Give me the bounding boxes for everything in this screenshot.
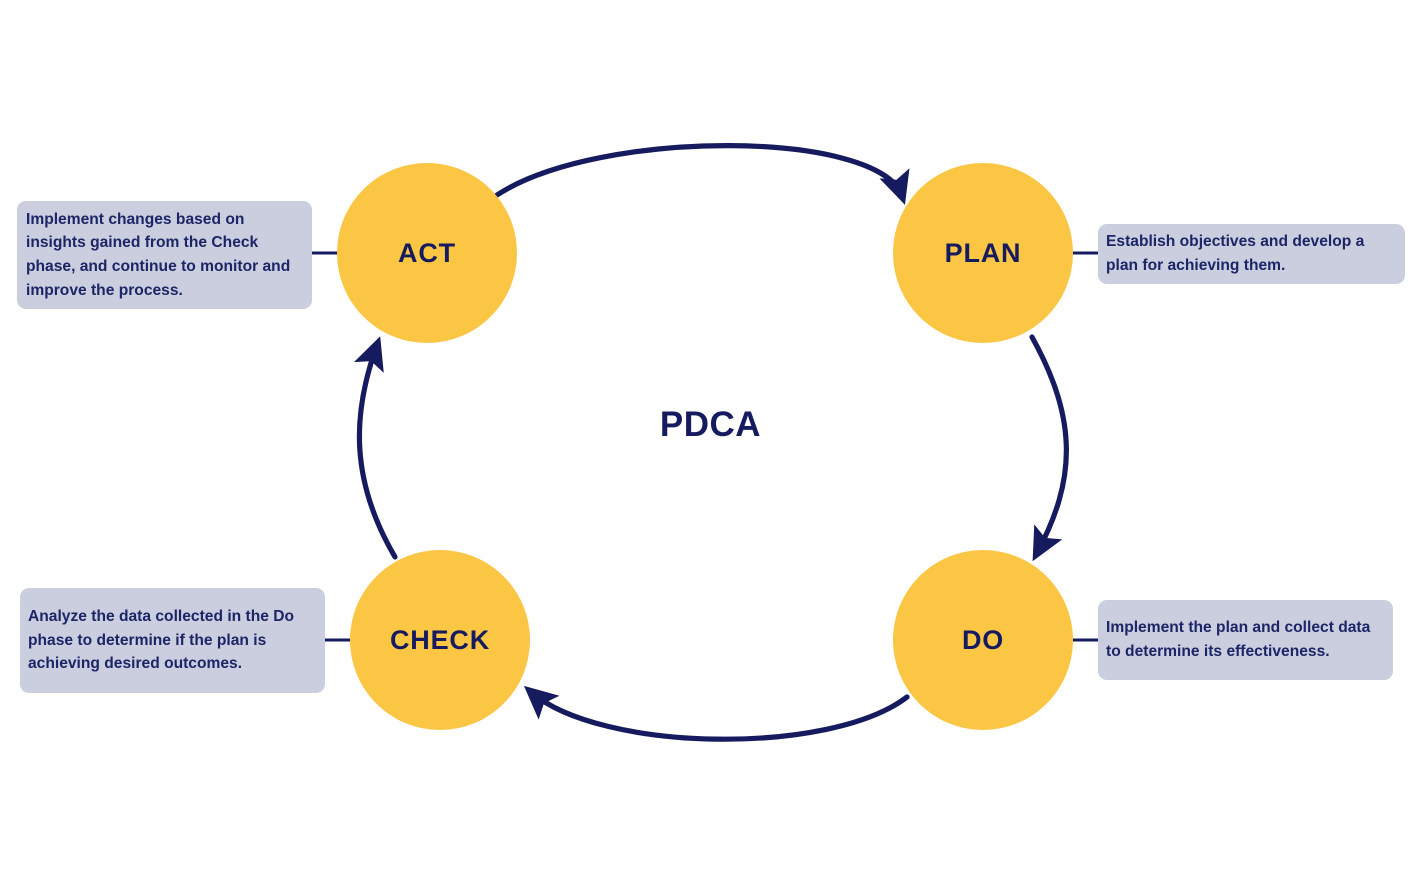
callout-do-text: Implement the plan and collect data to d… <box>1106 619 1371 660</box>
callout-act-text: Implement changes based on insights gain… <box>26 210 291 299</box>
phase-node-do[interactable]: DO <box>893 550 1073 730</box>
callout-act: Implement changes based on insights gain… <box>17 201 312 309</box>
phase-node-act[interactable]: ACT <box>337 163 517 343</box>
arrow-do-to-check <box>523 685 910 742</box>
callout-plan: Establish objectives and develop a plan … <box>1098 224 1405 284</box>
callout-plan-text: Establish objectives and develop a plan … <box>1106 233 1365 274</box>
arrow-act-to-plan <box>494 143 910 205</box>
arrow-check-to-act <box>353 336 398 560</box>
callout-check: Analyze the data collected in the Do pha… <box>20 588 325 693</box>
phase-label-do: DO <box>961 624 1005 655</box>
diagram-title: PDCA <box>659 405 762 444</box>
callout-do: Implement the plan and collect data to d… <box>1098 600 1393 680</box>
callout-check-text: Analyze the data collected in the Do pha… <box>28 607 295 673</box>
phase-label-check: CHECK <box>389 624 490 655</box>
phase-label-plan: PLAN <box>944 237 1022 268</box>
arrow-plan-to-do <box>1029 334 1069 562</box>
phase-label-act: ACT <box>398 237 456 268</box>
phase-node-check[interactable]: CHECK <box>350 550 530 730</box>
phase-node-plan[interactable]: PLAN <box>893 163 1073 343</box>
